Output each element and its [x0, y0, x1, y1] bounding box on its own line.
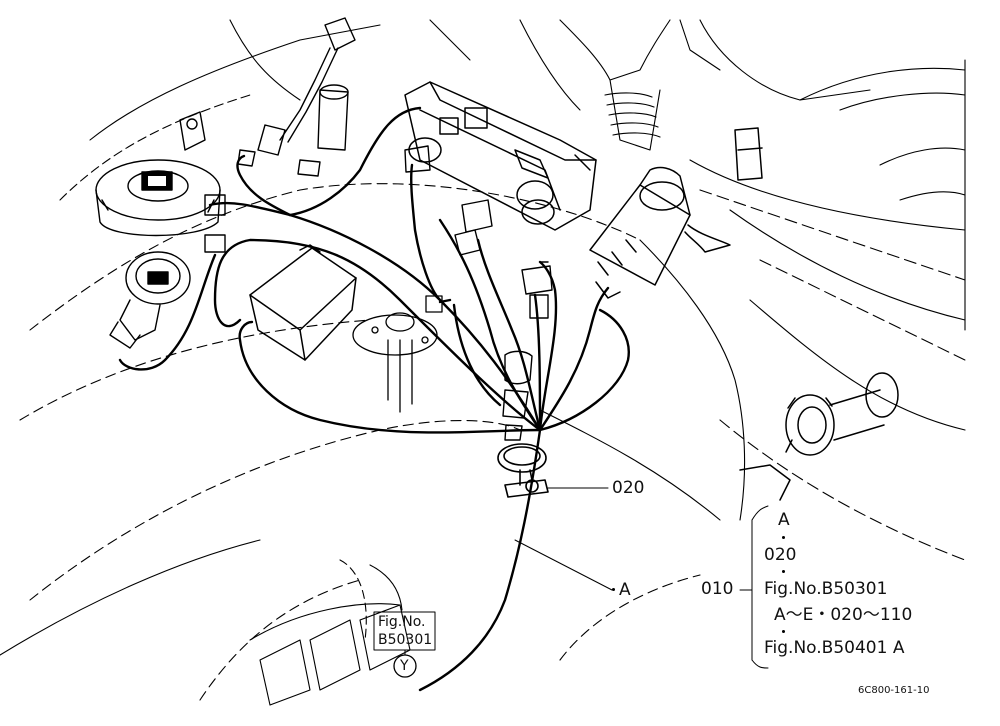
- relay-box: [249, 244, 357, 361]
- instrument-panel: [404, 81, 597, 231]
- throttle-knob: [734, 127, 899, 501]
- fuel-sender-unit: [352, 295, 443, 413]
- legend-line-3: Fig.No.B50301: [764, 579, 888, 599]
- legend-line-4: A～E・020～110: [774, 605, 913, 625]
- leader-lines: [373, 487, 769, 669]
- legend-line-5: Fig.No.B50401 A: [764, 638, 905, 658]
- legend-line-2: 020: [764, 545, 797, 565]
- fuel-cap: [95, 159, 221, 237]
- legend-dot-2: [782, 570, 785, 573]
- tractor-body-outline: [0, 19, 966, 706]
- cable-clamp-020: [497, 443, 549, 498]
- ref-box-line-1: Fig.No.: [378, 614, 426, 630]
- callout-010: 010: [701, 579, 734, 599]
- callout-a: A: [619, 580, 631, 600]
- fuel-gauge-sender: [109, 251, 191, 349]
- legend-dot-1: [782, 536, 785, 539]
- legend-dot-3: [782, 630, 785, 633]
- ref-circle-letter: Y: [400, 658, 409, 674]
- drawing-code: 6C800-161-10: [858, 685, 930, 696]
- ref-box-line-2: B50301: [378, 632, 433, 648]
- ignition-key-switch: [589, 166, 731, 299]
- point-a-marker: [612, 588, 615, 591]
- callout-020: 020: [612, 478, 645, 498]
- legend-line-1: A: [778, 510, 790, 530]
- lamp-connectors: [179, 17, 356, 253]
- wiring-harness: [118, 106, 630, 692]
